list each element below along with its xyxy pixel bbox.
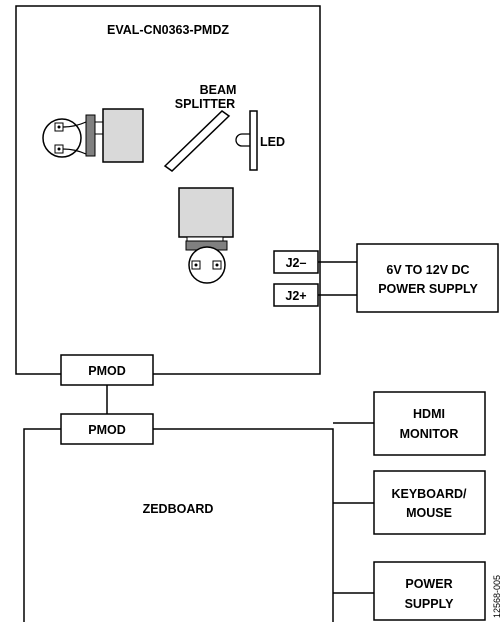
j2-minus-label: J2– xyxy=(286,256,307,270)
dc-power-supply: 6V TO 12V DC POWER SUPPLY xyxy=(356,243,499,313)
keyboard-mouse-line2: MOUSE xyxy=(406,506,452,520)
j2-plus-label: J2+ xyxy=(285,289,306,303)
connector-j2-minus: J2– xyxy=(273,250,319,274)
power-supply-line1: POWER xyxy=(405,577,452,591)
pmod-top: PMOD xyxy=(60,354,154,386)
photodiode-bottom xyxy=(178,187,234,284)
hdmi-monitor-line2: MONITOR xyxy=(400,427,459,441)
beam-splitter: BEAM SPLITTER xyxy=(163,83,237,172)
photodiode-left xyxy=(42,108,144,163)
hdmi-monitor: HDMI MONITOR xyxy=(373,391,486,456)
zedboard: ZEDBOARD xyxy=(23,428,334,622)
figure-code: 12568-005 xyxy=(492,575,502,618)
led-label: LED xyxy=(260,135,285,149)
zedboard-label: ZEDBOARD xyxy=(143,502,214,516)
eval-board-title: EVAL-CN0363-PMDZ xyxy=(107,23,229,37)
dc-power-supply-line2: POWER SUPPLY xyxy=(378,282,478,296)
pmod-bottom: PMOD xyxy=(60,413,154,445)
hdmi-monitor-line1: HDMI xyxy=(413,407,445,421)
led: LED xyxy=(235,110,285,171)
power-supply-line2: SUPPLY xyxy=(405,597,455,611)
power-supply: POWER SUPPLY xyxy=(373,561,486,621)
pmod-bottom-label: PMOD xyxy=(88,423,126,437)
keyboard-mouse: KEYBOARD/ MOUSE xyxy=(373,470,486,535)
beam-splitter-label-line2: SPLITTER xyxy=(175,97,235,111)
pmod-top-label: PMOD xyxy=(88,364,126,378)
dc-power-supply-line1: 6V TO 12V DC xyxy=(386,263,469,277)
connector-j2-plus: J2+ xyxy=(273,283,319,307)
beam-splitter-label-line1: BEAM xyxy=(200,83,237,97)
eval-board: EVAL-CN0363-PMDZ xyxy=(15,5,321,375)
keyboard-mouse-line1: KEYBOARD/ xyxy=(391,487,467,501)
